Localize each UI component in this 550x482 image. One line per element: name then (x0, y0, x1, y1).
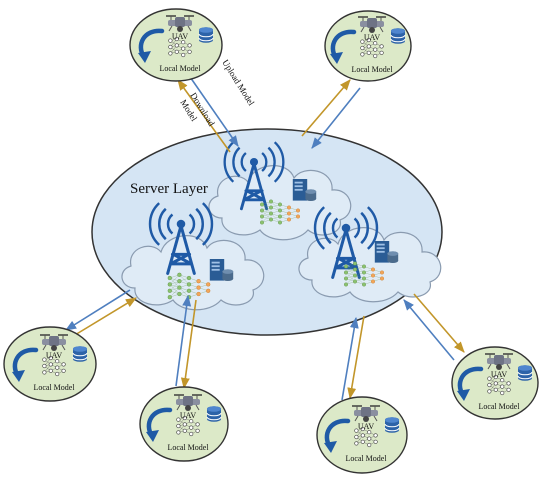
uav-client-4: UAV Local Model (139, 386, 229, 462)
upload-arrow (187, 73, 239, 147)
uav-label: UAV (364, 33, 381, 42)
upload-arrow (403, 299, 455, 361)
upload-arrow (311, 87, 361, 149)
uav-client-3: UAV Local Model (3, 326, 97, 402)
local-model-label: Local Model (478, 402, 520, 411)
uav-client-5: UAV Local Model (316, 396, 408, 474)
uav-client-2: UAV Local Model (324, 10, 412, 82)
database-icon (206, 405, 222, 423)
database-icon (390, 27, 406, 45)
upload-arrow (341, 316, 359, 401)
uav-client-6: UAV Local Model (451, 346, 539, 420)
upload-arrow (65, 289, 131, 331)
arrows (65, 73, 465, 401)
uav-label: UAV (172, 32, 189, 41)
upload-arrow (175, 294, 192, 387)
download-arrow (177, 79, 231, 153)
uav-label: UAV (491, 370, 508, 379)
uav-client-1: UAV Local Model (129, 8, 223, 82)
download-arrow (301, 79, 351, 137)
download-arrow (347, 315, 365, 400)
local-model-label: Local Model (159, 64, 201, 73)
database-icon (198, 26, 214, 44)
server-layer-title: Server Layer (130, 181, 208, 197)
database-icon (72, 345, 88, 363)
download-arrow (413, 293, 465, 353)
uav-label: UAV (46, 351, 63, 360)
upload-model-label: Upload Model (220, 58, 256, 108)
database-icon (384, 416, 400, 434)
local-model-label: Local Model (345, 454, 387, 463)
database-icon (517, 364, 533, 382)
download-arrow (180, 299, 197, 390)
local-model-label: Local Model (351, 65, 393, 74)
local-model-label: Local Model (33, 383, 75, 392)
download-arrow (69, 297, 137, 339)
uav-label: UAV (180, 411, 197, 420)
local-model-label: Local Model (167, 443, 209, 452)
uav-label: UAV (358, 422, 375, 431)
